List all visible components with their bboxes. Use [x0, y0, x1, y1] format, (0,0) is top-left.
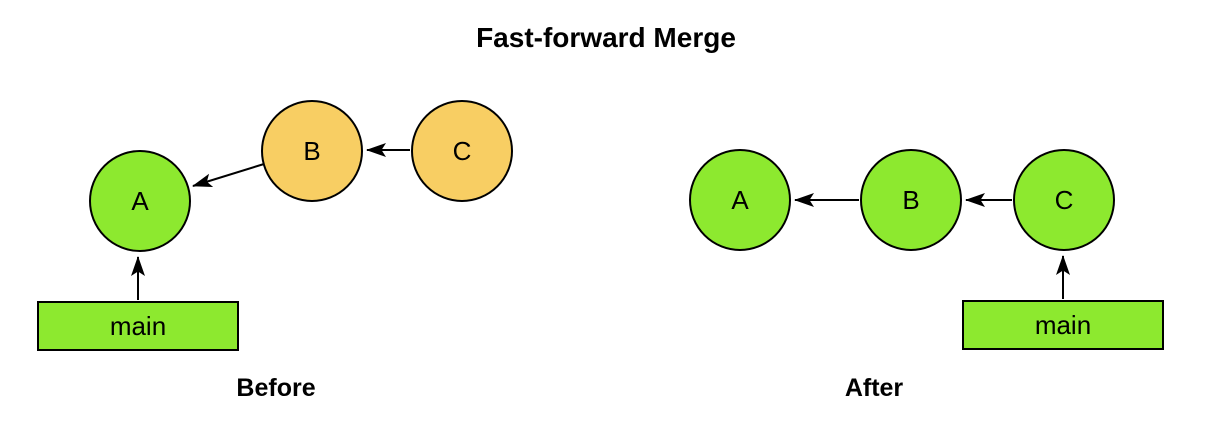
before-commit-label-b: B — [303, 136, 320, 166]
before-commit-node-b — [261, 100, 363, 202]
before-branch-pointer-main — [37, 301, 239, 351]
before-branch-label-main: main — [110, 311, 166, 341]
before-arrow-b-to-a — [192, 163, 265, 188]
before-section-label: Before — [236, 374, 315, 402]
before-commit-node-a — [89, 150, 191, 252]
before-commit-label-c: C — [453, 136, 472, 166]
diagram-title: Fast-forward Merge — [476, 22, 736, 53]
before-commit-node-c — [411, 100, 513, 202]
after-section: A B C main After — [689, 149, 1164, 402]
after-section-label: After — [845, 374, 904, 402]
after-branch-pointer-main — [962, 300, 1164, 350]
after-commit-node-b — [860, 149, 962, 251]
before-section: A B C main Before — [37, 100, 513, 402]
after-commit-label-c: C — [1055, 185, 1074, 215]
after-branch-label-main: main — [1035, 310, 1091, 340]
after-commit-label-a: A — [731, 185, 749, 215]
before-commit-label-a: A — [131, 186, 149, 216]
after-commit-node-c — [1013, 149, 1115, 251]
after-commit-node-a — [689, 149, 791, 251]
after-commit-label-b: B — [902, 185, 919, 215]
